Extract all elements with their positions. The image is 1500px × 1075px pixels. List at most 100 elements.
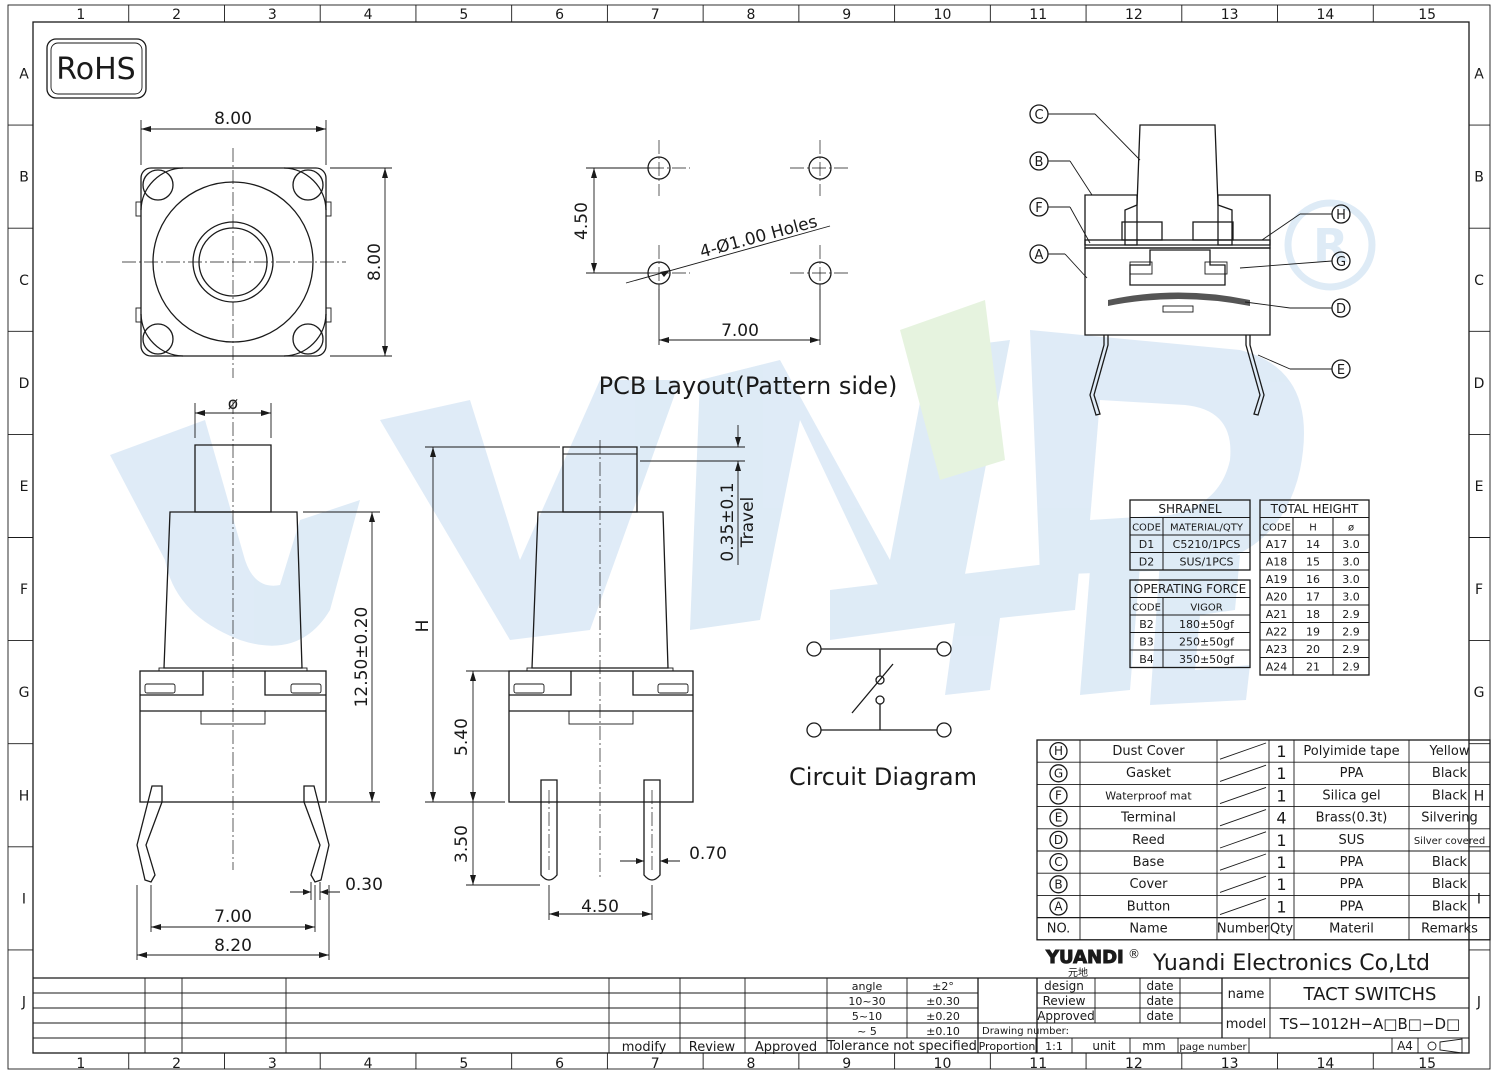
row-label-right: B xyxy=(1474,170,1484,186)
column-label-top: 11 xyxy=(1029,7,1047,23)
tolerance-label: Tolerance not specified xyxy=(826,1039,977,1054)
tolerance-range: angle xyxy=(852,980,883,993)
row-label-left: E xyxy=(20,479,29,495)
column-label-top: 14 xyxy=(1316,7,1334,23)
column-label-bottom: 14 xyxy=(1316,1056,1334,1072)
table-cell: 180±50gf xyxy=(1179,618,1235,631)
bom-name: Reed xyxy=(1132,833,1165,848)
table-header-cell: CODE xyxy=(1132,603,1161,614)
column-label-top: 7 xyxy=(651,7,660,23)
table-cell: 15 xyxy=(1306,556,1320,569)
revision-col: modify xyxy=(622,1040,667,1055)
bom-header-cell: Materil xyxy=(1329,922,1374,937)
table-cell: 2.9 xyxy=(1342,643,1360,656)
callout-letter: E xyxy=(1337,363,1345,378)
bom-no: H xyxy=(1054,744,1063,758)
row-label-right: J xyxy=(1476,994,1481,1010)
row-label-left: J xyxy=(21,994,26,1010)
row-label-right: H xyxy=(1474,788,1485,804)
callout-circle xyxy=(1029,151,1049,171)
rohs-badge: RoHS xyxy=(46,38,147,99)
stem-diameter-dim: ø xyxy=(228,394,238,414)
callout-circle xyxy=(1029,244,1049,264)
model-label: model xyxy=(1226,1017,1266,1032)
bom-name: Dust Cover xyxy=(1112,744,1185,759)
circuit-title: Circuit Diagram xyxy=(789,763,977,791)
row-label-right: A xyxy=(1474,67,1484,83)
travel-label: Travel xyxy=(738,497,758,549)
bom-name: Button xyxy=(1127,899,1171,914)
top-width-dim: 8.00 xyxy=(214,109,252,129)
bom-name: Terminal xyxy=(1120,811,1176,826)
table-cell: 3.0 xyxy=(1342,573,1360,586)
row-label-left: D xyxy=(19,376,30,392)
overall-width-dim: 8.20 xyxy=(214,936,252,956)
drawing-number-label: Drawing number: xyxy=(982,1026,1069,1037)
pin-width-dim: 0.30 xyxy=(345,875,383,895)
revision-col: Review xyxy=(689,1040,736,1055)
front-view: ø 12.50±0.20 0.30 7.00 8.20 xyxy=(136,394,383,960)
callout-letter: A xyxy=(1035,248,1044,263)
bom-material: PPA xyxy=(1340,766,1364,781)
column-label-bottom: 11 xyxy=(1029,1056,1047,1072)
bom-callout-circle xyxy=(1049,808,1068,827)
column-label-top: 13 xyxy=(1221,7,1239,23)
table-cell: B3 xyxy=(1139,636,1154,649)
bom-callout-circle xyxy=(1049,786,1068,805)
approved-label: Approved xyxy=(1037,1009,1095,1023)
table-header-cell: H xyxy=(1309,523,1317,534)
table-cell: A17 xyxy=(1266,538,1288,551)
column-label-bottom: 8 xyxy=(747,1056,756,1072)
proportion-value: 1:1 xyxy=(1045,1040,1063,1053)
callout-circle xyxy=(1331,359,1351,379)
svg-text:R: R xyxy=(1313,219,1348,273)
proportion-label: Proportion xyxy=(979,1040,1036,1053)
table-title: OPERATING FORCE xyxy=(1134,582,1246,596)
row-label-left: H xyxy=(19,788,30,804)
column-label-top: 15 xyxy=(1418,7,1436,23)
bom-no: G xyxy=(1054,766,1063,780)
table-cell: A23 xyxy=(1266,643,1288,656)
date-label: date xyxy=(1146,979,1173,993)
bom-qty: 1 xyxy=(1276,786,1286,805)
border-grid: 1122334455667788991010111112121313141415… xyxy=(8,5,1490,1072)
pcb-layout: 4.50 4-Ø1.00 Holes 7.00 PCB Layout(Patte… xyxy=(572,140,897,400)
bom-remarks: Black xyxy=(1432,899,1468,914)
table-cell: A20 xyxy=(1266,591,1288,604)
column-label-bottom: 12 xyxy=(1125,1056,1143,1072)
bom-remarks: Black xyxy=(1432,788,1468,803)
table-header-cell: ø xyxy=(1348,523,1354,534)
table-cell: 350±50gf xyxy=(1179,653,1235,666)
column-label-bottom: 1 xyxy=(76,1056,85,1072)
column-label-top: 2 xyxy=(172,7,181,23)
bom-remarks: Black xyxy=(1432,766,1468,781)
pcb-horizontal-dim: 7.00 xyxy=(721,321,759,341)
table-cell: 21 xyxy=(1306,661,1320,674)
column-label-top: 4 xyxy=(364,7,373,23)
pin-spacing-dim: 7.00 xyxy=(214,907,252,927)
tolerance-value: ±0.20 xyxy=(926,1010,960,1023)
table-title: TOTAL HEIGHT xyxy=(1270,502,1359,516)
bom-header-cell: Name xyxy=(1129,922,1167,937)
bom-qty: 1 xyxy=(1276,853,1286,872)
bom-qty: 4 xyxy=(1276,809,1286,828)
column-label-bottom: 4 xyxy=(364,1056,373,1072)
row-label-right: C xyxy=(1474,273,1484,289)
bom-material: PPA xyxy=(1340,855,1364,870)
table-cell: D1 xyxy=(1139,538,1154,551)
column-label-bottom: 7 xyxy=(651,1056,660,1072)
column-label-bottom: 3 xyxy=(268,1056,277,1072)
callout-letter: C xyxy=(1034,108,1043,123)
bom-qty: 1 xyxy=(1276,831,1286,850)
column-label-bottom: 6 xyxy=(555,1056,564,1072)
model-value: TS−1012H−A□B□−D□ xyxy=(1279,1015,1460,1033)
table-cell: 20 xyxy=(1306,643,1320,656)
column-label-bottom: 9 xyxy=(842,1056,851,1072)
row-label-left: B xyxy=(19,170,29,186)
row-label-left: C xyxy=(19,273,29,289)
